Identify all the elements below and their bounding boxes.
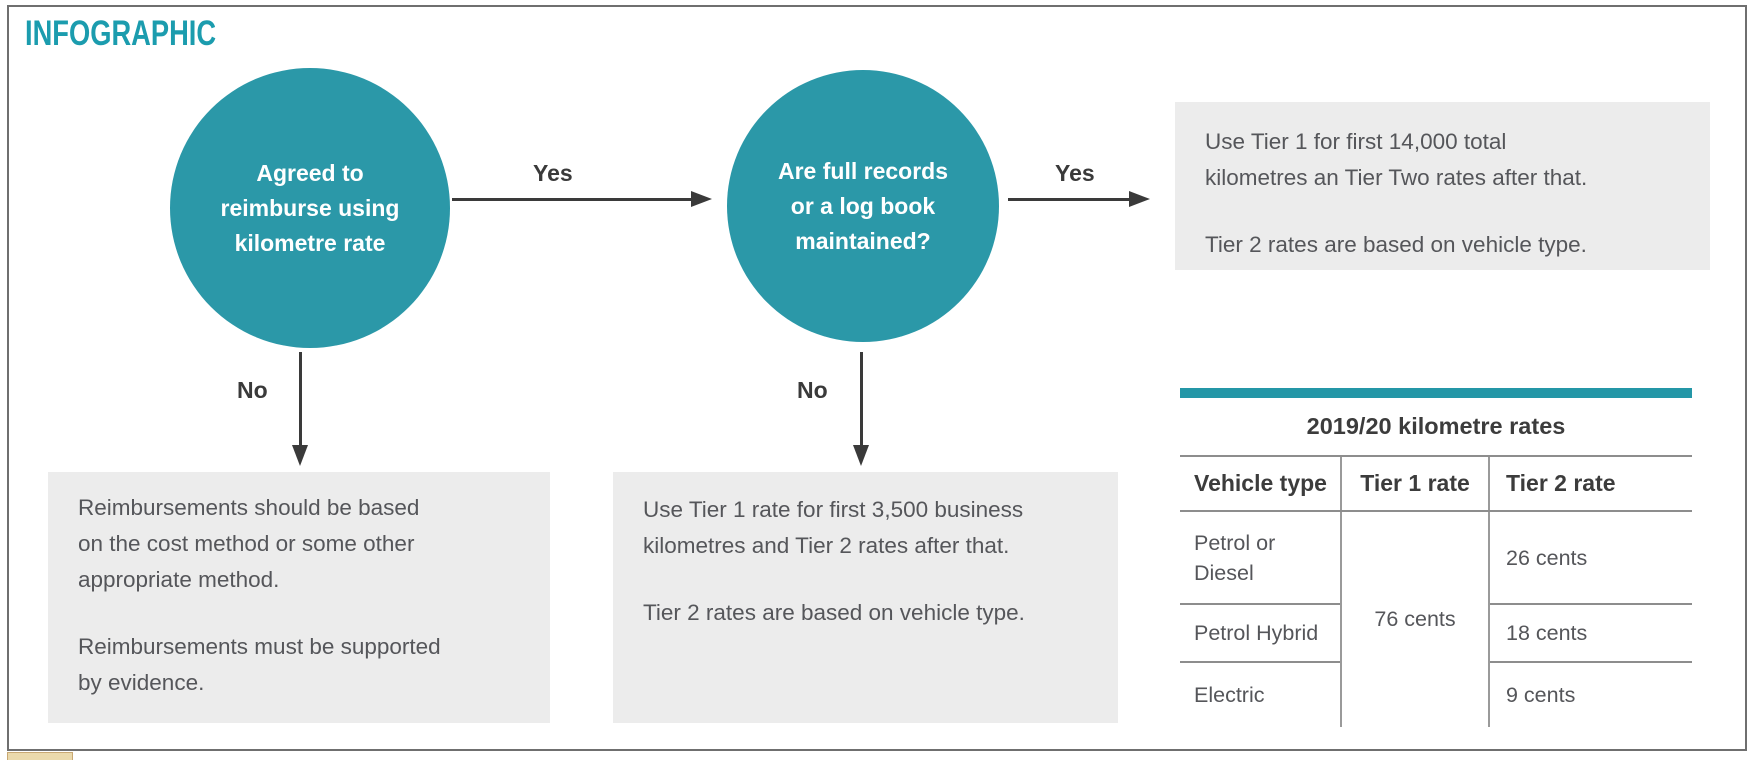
table-cell-tier2: 9 cents [1506,683,1576,707]
table-title: 2019/20 kilometre rates [1306,413,1566,439]
no-edge-label-1: No [237,377,268,403]
decision-node-label: Are full records or a log book maintaine… [778,157,948,254]
arrowhead-icon [853,445,869,466]
outcome-paragraph: Tier 2 rates are based on vehicle type. [643,600,1025,625]
column-header-tier2-rate: Tier 2 rate [1506,470,1616,496]
yes-edge-label-1: Yes [533,160,573,186]
outcome-paragraph: Tier 2 rates are based on vehicle type. [1205,232,1587,257]
decision-node-records-logbook: Are full records or a log book maintaine… [727,70,999,342]
outcome-box-cost-method: Reimbursements should be based on the co… [48,472,550,723]
table-cell-vehicle: Electric [1194,683,1265,707]
arrow-down-icon [292,352,308,466]
arrowhead-icon [691,191,712,207]
table-header-row: Vehicle type Tier 1 rate Tier 2 rate [1180,455,1692,512]
outcome-box-tier1-3500: Use Tier 1 rate for first 3,500 business… [613,472,1118,723]
no-edge-label-2: No [797,377,828,403]
table-cell-tier2: 26 cents [1490,512,1692,605]
table-body: Petrol or Diesel Petrol Hybrid Electric … [1180,512,1692,727]
yes-edge-label-2: Yes [1055,160,1095,186]
table-cell-tier2: 18 cents [1490,605,1692,663]
arrowhead-icon [292,445,308,466]
arrow-down-icon [853,352,869,466]
cropped-element-chip [7,752,73,760]
outcome-paragraph: Use Tier 1 rate for first 3,500 business… [643,497,1024,558]
decision-node-label: Agreed to reimburse using kilometre rate [220,159,400,256]
column-header-vehicle-type: Vehicle type [1194,470,1327,496]
page-title: INFOGRAPHIC [25,14,217,53]
arrowhead-icon [1129,191,1150,207]
arrow-right-icon [452,191,712,207]
kilometre-rates-table: 2019/20 kilometre rates Vehicle type Tie… [1180,388,1692,727]
outcome-paragraph: Reimbursements must be supported by evid… [78,634,441,695]
table-cell-vehicle: Petrol Hybrid [1180,605,1340,663]
arrow-right-icon [1008,191,1150,207]
table-cell-vehicle: Petrol or Diesel [1180,512,1340,605]
column-header-tier1-rate: Tier 1 rate [1340,457,1490,510]
outcome-paragraph: Use Tier 1 for first 14,000 total kilome… [1205,129,1588,190]
decision-node-kilometre-rate: Agreed to reimburse using kilometre rate [170,68,450,348]
table-accent-bar [1180,388,1692,398]
outcome-box-tier1-14000: Use Tier 1 for first 14,000 total kilome… [1175,102,1710,270]
outcome-paragraph: Reimbursements should be based on the co… [78,495,420,592]
table-cell-tier1-merged: 76 cents [1340,512,1490,727]
